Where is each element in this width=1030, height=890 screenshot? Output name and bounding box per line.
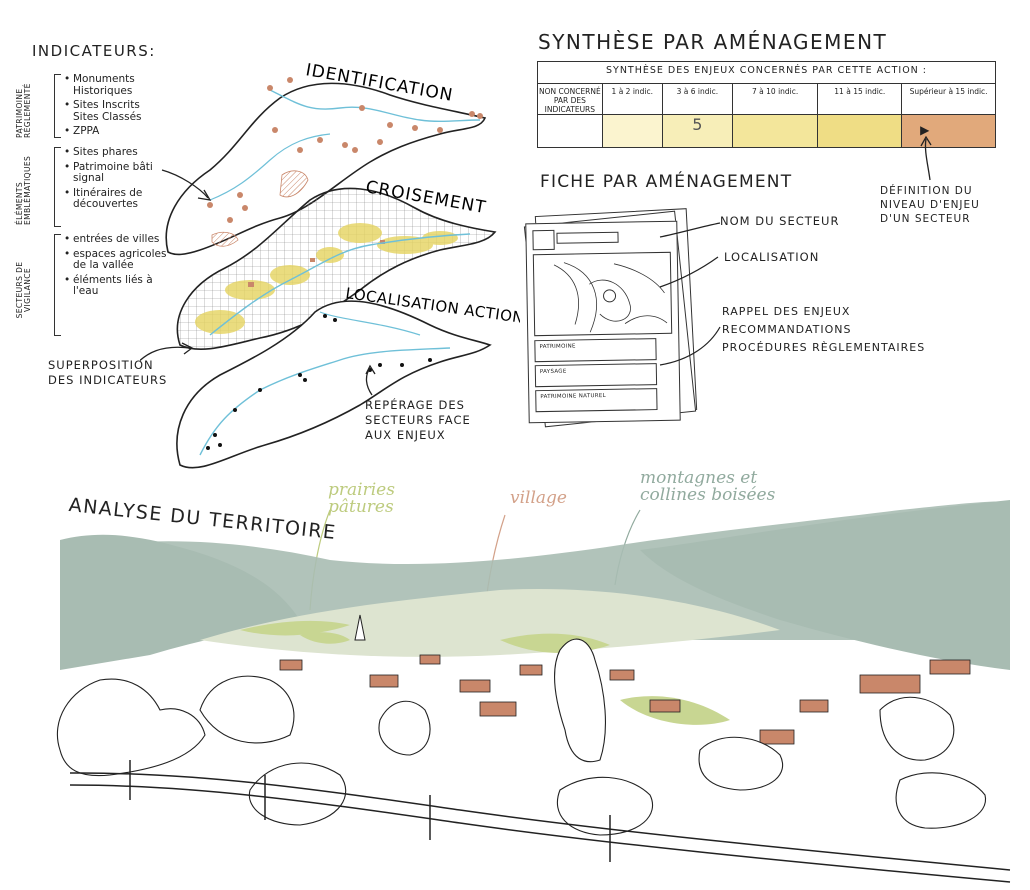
fiche-contour-map [553,262,668,333]
arrow-indicators-to-map [161,169,209,199]
synthese-header: SYNTHÈSE DES ENJEUX CONCERNÉS PAR CETTE … [537,61,996,84]
fiche-map-box [532,251,673,337]
synthese-title: SYNTHÈSE PAR AMÉNAGEMENT [538,30,888,54]
synthese-category: NON CONCERNÉ PAR DES INDICATEURS [537,83,603,115]
synthese-category: 1 à 2 indic. [601,83,663,115]
indicators-title: INDICATEURS: [32,42,156,60]
synthese-category: 11 à 15 indic. [817,83,903,115]
fiche-label-rappel: RAPPEL DES ENJEUX [722,305,851,318]
indicator-group-vigilance: SECTEURS DE VIGILANCE entrées de villes … [15,232,168,342]
roof [649,699,681,713]
roof [759,729,795,745]
fiche-sheet-front: PATRIMOINE PAYSAGE PATRIMOINE NATUREL [525,220,681,424]
roof [279,659,303,671]
roof [419,654,441,665]
layered-maps-illustration: IDENTIFICATION CROISEMENT LOCALISATION A… [140,60,520,469]
indicator-bracket [54,234,61,336]
fiche-box-patrimoine-naturel: PATRIMOINE NATUREL [535,388,658,413]
roof [519,664,543,676]
roof [479,701,517,717]
indicator-category-label: ÉLÉMENTS EMBLÉMATIQUES [15,155,32,225]
superposition-label: SUPERPOSITION DES INDICATEURS [48,358,168,387]
indicator-group-emblematiques: ÉLÉMENTS EMBLÉMATIQUES Sites phares Patr… [15,145,168,230]
church-steeple [354,614,366,641]
roof [929,659,971,675]
arrow-definition [920,135,932,181]
forest-left [60,534,300,670]
tree [556,776,654,836]
indicator-item: entrées de villes [64,233,168,246]
fiche-label-nom: NOM DU SECTEUR [720,214,840,228]
indicator-item: Itinéraires de découvertes [64,187,168,211]
fence [69,760,1011,883]
synthese-table: SYNTHÈSE DES ENJEUX CONCERNÉS PAR CETTE … [537,61,996,148]
fiche-label-localisation: LOCALISATION [724,250,820,264]
tree [378,700,431,756]
tree [199,675,295,744]
synthese-level-cell [817,114,903,148]
fiche-arrows [659,222,721,366]
synthese-level-cell [601,114,663,148]
indicator-group-patrimoine: PATRIMOINE RÉGLEMENTÉ Monuments Historiq… [15,70,168,140]
label-montagnes: montagnes et collines boisées [640,468,776,505]
indicator-item: Patrimoine bâti signal [64,161,168,185]
synthese-level-cell: ▶ [901,114,996,148]
indicator-bracket [54,147,61,227]
label-village: village [510,488,567,508]
indicator-item: espaces agricoles de la vallée [64,248,168,272]
indicator-item: Monuments Historiques [64,73,168,97]
fiche-title: FICHE PAR AMÉNAGEMENT [540,172,793,192]
indicator-item: ZPPA [64,125,168,138]
synthese-level-cell [537,114,603,148]
map-croisement: CROISEMENT [176,177,497,351]
meadow [300,632,350,644]
synthese-level-cell [731,114,819,148]
indicator-category-label: PATRIMOINE RÉGLEMENTÉ [15,83,32,138]
roof [459,679,491,693]
indicator-item: éléments liés à l'eau [64,274,168,298]
tree [248,762,347,826]
forest-right [640,500,1010,670]
fiche-label-procedures: PROCÉDURES RÈGLEMENTAIRES [722,341,926,354]
indicator-category-label: SECTEURS DE VIGILANCE [15,261,32,319]
synthese-category: 7 à 10 indic. [731,83,819,115]
definition-label: DÉFINITION DU NIVEAU D'ENJEU D'UN SECTEU… [880,185,980,225]
roof [369,674,399,688]
indicator-item: Sites phares [64,146,168,159]
roof [859,674,921,694]
roof [799,699,829,713]
arrow-superposition [140,346,191,362]
indicator-item: Sites Inscrits Sites Classés [64,99,168,123]
tree [895,772,987,829]
meadow [240,620,350,636]
tree [879,696,955,761]
reperage-label: REPÉRAGE DES SECTEURS FACE AUX ENJEUX [365,398,471,442]
arrow-reperage [365,367,373,396]
roof [609,669,635,681]
fiche-name-box [556,231,619,244]
tree [56,678,206,777]
synthese-level-value: 5 [661,114,733,148]
pointer-icon: ▶ [920,123,930,137]
synthese-category: Supérieur à 15 indic. [901,83,996,115]
indicator-bracket [54,74,61,138]
fiche-logo [532,229,555,251]
landscape-illustration [56,500,1011,883]
label-prairies: prairies pâtures [328,480,395,517]
tree [698,736,783,791]
synthese-category: 3 à 6 indic. [661,83,733,115]
fiche-label-recommandations: RECOMMANDATIONS [722,323,852,336]
tree [554,638,606,763]
